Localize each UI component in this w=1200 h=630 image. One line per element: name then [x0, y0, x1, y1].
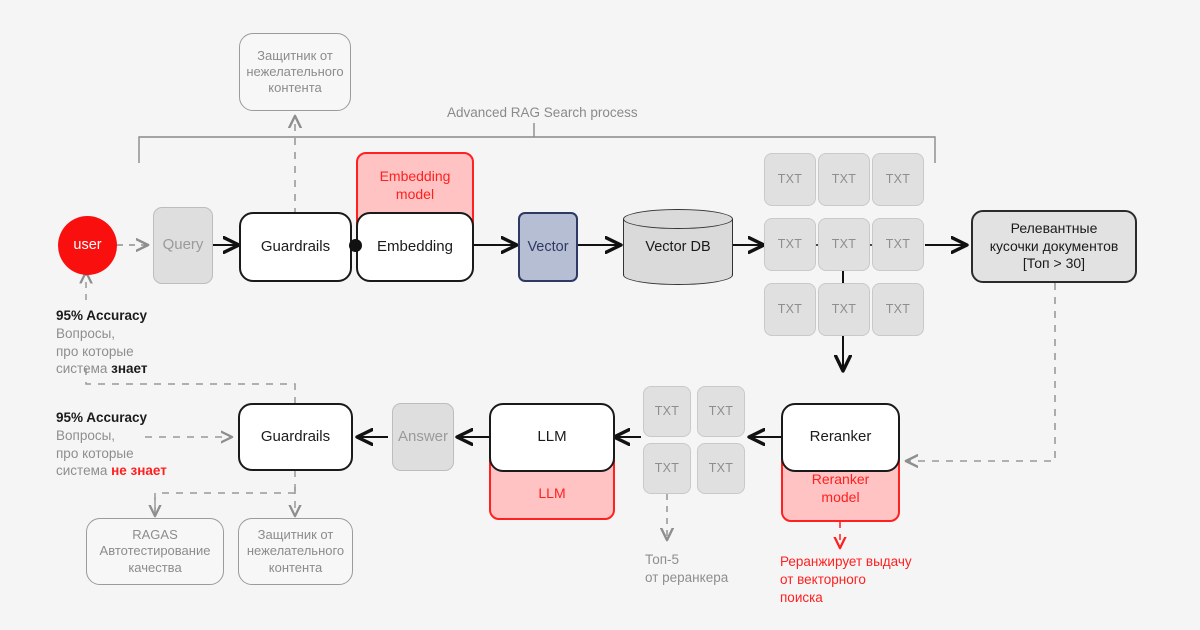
accuracy-unknown-line2: про которые [56, 445, 134, 461]
protector-top-line3: контента [268, 80, 322, 96]
reranker-note-line1: Реранжирует выдачу [780, 554, 912, 569]
protector-top-line1: Защитник от [257, 47, 333, 63]
reranker-node: Reranker [781, 403, 900, 472]
protector-bottom-line2: нежелательного [246, 543, 345, 559]
ragas-line3: качества [128, 559, 182, 575]
txt-chunk: TXT [643, 443, 691, 494]
relevant-line1: Релевантные [1010, 220, 1098, 237]
reranker-note-line2: от векторного [780, 572, 866, 588]
txt-chunk: TXT [872, 153, 924, 206]
txt-chunk: TXT [818, 153, 870, 206]
guardrails-top-node: Guardrails [239, 212, 352, 282]
txt-chunk: TXT [818, 283, 870, 336]
accuracy-known-line2: про которые [56, 343, 134, 359]
process-bracket-label: Advanced RAG Search process [447, 105, 638, 120]
reranker-model-line1: Reranker [811, 471, 870, 487]
txt-chunk: TXT [872, 218, 924, 271]
protector-bottom-line3: контента [268, 559, 323, 575]
ragas-node: RAGAS Автотестирование качества [86, 518, 224, 585]
top5-line1: Топ-5 [645, 552, 680, 567]
process-bracket [138, 123, 936, 163]
txt-chunk: TXT [697, 386, 745, 437]
txt-chunk: TXT [764, 283, 816, 336]
accuracy-unknown-line3-emph: не знает [111, 463, 167, 479]
embedding-model-line1: Embedding [379, 168, 451, 184]
edge-relevant-to-reranker [906, 283, 1056, 461]
txt-chunk: TXT [764, 218, 816, 271]
relevant-line3: [Топ > 30] [1022, 255, 1086, 272]
top5-caption: Топ-5 от реранкера [645, 551, 728, 587]
junction-dot [349, 239, 362, 252]
protector-bottom-box: Защитник от нежелательного контента [238, 518, 353, 585]
txt-chunk: TXT [643, 386, 691, 437]
top5-line2: от реранкера [645, 570, 729, 586]
txt-chunk: TXT [872, 283, 924, 336]
accuracy-known-line1: Вопросы, [56, 325, 116, 341]
reranker-note-line3: поиска [780, 590, 823, 606]
relevant-chunks-node: Релевантные кусочки документов [Топ > 30… [971, 210, 1137, 283]
ragas-line1: RAGAS [132, 527, 178, 543]
accuracy-unknown-line3-prefix: система [56, 463, 112, 479]
relevant-line2: кусочки документов [989, 237, 1119, 254]
query-node: Query [153, 207, 213, 284]
accuracy-unknown-annotation: 95% Accuracy Вопросы, про которые систем… [56, 409, 167, 480]
embedding-node: Embedding [356, 212, 474, 282]
accuracy-known-line3: система знает [56, 360, 147, 378]
txt-chunk: TXT [818, 218, 870, 271]
ragas-line2: Автотестирование [99, 543, 211, 559]
accuracy-unknown-headline: 95% Accuracy [56, 410, 148, 425]
reranker-model-line2: model [821, 488, 860, 505]
accuracy-known-annotation: 95% Accuracy Вопросы, про которые систем… [56, 307, 147, 378]
answer-node: Answer [392, 403, 454, 471]
guardrails-bottom-node: Guardrails [238, 403, 353, 471]
edge-guardrails-fork [154, 470, 296, 513]
protector-top-line2: нежелательного [246, 63, 344, 79]
accuracy-unknown-line1: Вопросы, [56, 427, 116, 443]
reranker-note: Реранжирует выдачу от векторного поиска [780, 553, 912, 608]
txt-chunk: TXT [764, 153, 816, 206]
vector-db-label: Vector DB [645, 239, 711, 255]
protector-bottom-line1: Защитник от [257, 527, 334, 543]
protector-top-box: Защитник от нежелательного контента [239, 33, 351, 111]
vector-db-node: Vector DB [623, 209, 733, 285]
txt-chunk: TXT [697, 443, 745, 494]
accuracy-known-line3-emph: знает [111, 361, 148, 377]
accuracy-unknown-line3: система не знает [56, 462, 167, 480]
cylinder-top [623, 209, 733, 229]
user-node: user [58, 216, 117, 275]
embedding-model-line2: model [395, 185, 435, 202]
llm-node: LLM [489, 403, 615, 472]
vector-node: Vector [518, 212, 578, 282]
accuracy-known-line3-prefix: система [56, 361, 112, 377]
accuracy-known-headline: 95% Accuracy [56, 308, 148, 323]
